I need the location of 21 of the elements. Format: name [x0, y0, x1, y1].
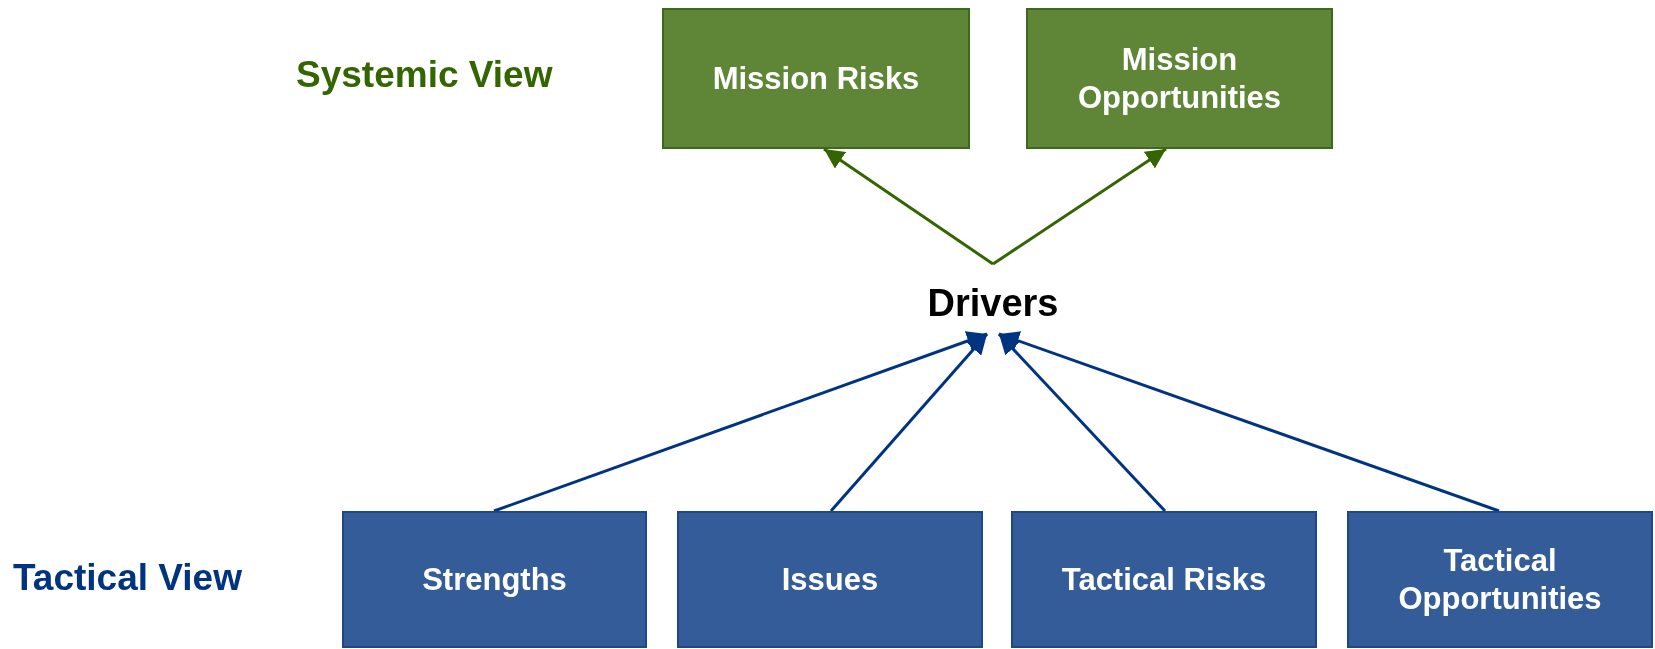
arrow — [823, 147, 994, 266]
process-box — [1347, 511, 1653, 648]
node-label: Mission Risks — [711, 59, 921, 98]
node-label: Issues — [780, 560, 880, 599]
process-box — [677, 511, 983, 648]
process-box — [1026, 8, 1333, 149]
node-label: Tactical Opportunities — [1397, 542, 1603, 617]
arrow — [493, 331, 988, 513]
arrow — [992, 147, 1167, 266]
process-box — [1011, 511, 1317, 648]
node-label: Strengths — [421, 560, 568, 599]
arrow — [998, 331, 1500, 513]
view-heading: Systemic View — [296, 54, 553, 96]
view-heading: Tactical View — [13, 557, 242, 599]
node-label: Mission Opportunities — [1076, 41, 1283, 116]
arrow — [997, 332, 1167, 513]
process-box — [662, 8, 970, 149]
node-label: Tactical Risks — [1060, 560, 1268, 599]
process-box — [342, 511, 647, 648]
arrow — [829, 333, 989, 512]
node-label: Drivers — [926, 281, 1060, 327]
